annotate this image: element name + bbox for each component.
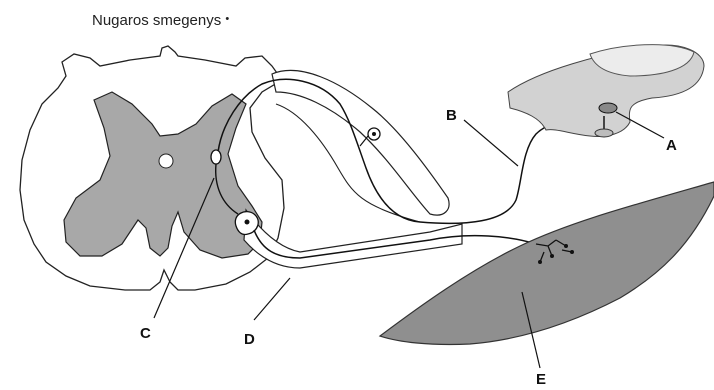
title-mark: • <box>225 13 229 25</box>
leader-line-d <box>254 278 290 320</box>
junction-terminal-4 <box>570 250 574 254</box>
dorsal-root-ganglion <box>272 70 449 215</box>
interneuron-body <box>211 150 221 164</box>
label-d: D <box>244 331 255 348</box>
motor-neuron-nucleus <box>245 220 250 225</box>
label-b: B <box>446 107 457 124</box>
diagram-title: Nugaros smegenys • <box>92 12 229 29</box>
pin-head <box>595 129 613 137</box>
central-canal <box>159 154 173 168</box>
receptor <box>599 103 617 113</box>
title-text: Nugaros smegenys <box>92 12 221 29</box>
label-c: C <box>140 325 151 342</box>
sensory-cell-stalk <box>360 136 368 146</box>
junction-terminal-1 <box>538 260 542 264</box>
sensory-cell-nucleus <box>372 132 376 136</box>
junction-terminal-3 <box>564 244 568 248</box>
leader-line-b <box>464 120 518 166</box>
label-e: E <box>536 371 546 385</box>
label-a: A <box>666 137 677 154</box>
junction-terminal-2 <box>550 254 554 258</box>
